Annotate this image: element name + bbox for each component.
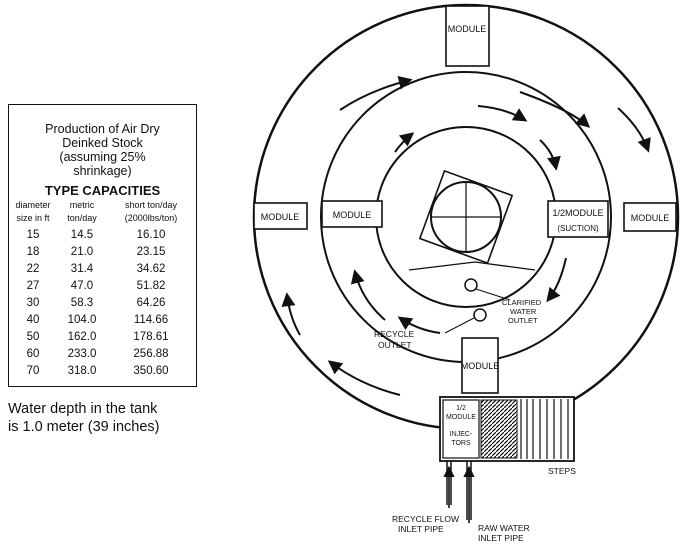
table-title-line-2: Deinked Stock [62, 136, 143, 150]
cell-metric: 162.0 [67, 331, 97, 343]
cell-metric: 104.0 [67, 314, 97, 326]
col-header-metric: metric ton/day [57, 199, 107, 225]
cell-short: 256.88 [133, 348, 169, 360]
col-header-diameter-line1: diameter [15, 200, 51, 210]
module-top-label: MODULE [448, 24, 487, 34]
raw-water-inlet-pipe [463, 461, 475, 523]
table-title-line-4: shrinkage) [73, 164, 132, 178]
module-outer-left: MODULE [253, 202, 308, 230]
cell-metric: 233.0 [67, 348, 97, 360]
capacity-table: Production of Air Dry Deinked Stock (ass… [8, 104, 197, 387]
table-heading: TYPE CAPACITIES [44, 183, 161, 198]
raw-inlet-line-2: INLET PIPE [478, 533, 524, 543]
cell-diameter: 30 [26, 297, 40, 309]
suction-label: (SUCTION) [557, 224, 599, 233]
water-depth-note-line-1: Water depth in the tank [8, 401, 158, 417]
recycle-flow-inlet-pipe [443, 461, 455, 508]
center-drive [408, 169, 536, 271]
water-depth-note: Water depth in the tank is 1.0 meter (39… [8, 400, 160, 436]
injectors-line-2: TORS [451, 440, 471, 447]
flow-arrow-outer-5 [327, 360, 401, 396]
flow-arrow-outer-2 [617, 107, 651, 153]
recycle-outlet-line-2: OUTLET [378, 340, 412, 350]
cell-diameter: 27 [26, 280, 40, 292]
module-right: MODULE [623, 202, 677, 232]
recycle-outlet-line-1: RECYCLE [374, 329, 414, 339]
flow-arrow-inner-6 [397, 316, 441, 334]
cell-metric: 31.4 [70, 263, 94, 275]
cell-short: 350.60 [133, 365, 169, 377]
recycle-inlet-line-2: INLET PIPE [398, 524, 444, 534]
flow-arrow-inner-4 [350, 269, 386, 321]
cell-metric: 58.3 [70, 297, 94, 309]
injectors-line-1: INJEC- [450, 431, 473, 438]
clarified-label-line-1: CLARIFIED [502, 298, 542, 307]
module-bottom: MODULE [461, 337, 500, 394]
inlet-half-line-1: 1/2 [456, 405, 466, 412]
cell-short: 178.61 [133, 331, 169, 343]
flow-arrow-outer-1 [519, 91, 591, 128]
cell-short: 34.62 [136, 263, 166, 275]
module-inner-left-label: MODULE [333, 210, 372, 220]
steps-label: STEPS [548, 466, 576, 476]
recycle-outlet-hole [473, 308, 487, 322]
inlet-half-module [442, 399, 480, 459]
inlet-chamber [480, 399, 518, 459]
col-header-diameter-line2: size in ft [16, 213, 50, 223]
cell-diameter: 70 [26, 365, 40, 377]
clarified-outlet-hole [464, 278, 478, 292]
cell-diameter: 18 [26, 246, 40, 258]
cell-metric: 47.0 [70, 280, 94, 292]
flow-arrow-outer-4 [281, 292, 301, 336]
clarified-label-line-3: OUTLET [508, 316, 538, 325]
flow-arrow-inner-2 [539, 139, 561, 171]
raw-inlet-line-1: RAW WATER [478, 523, 530, 533]
cell-short: 23.15 [136, 246, 166, 258]
weir [408, 261, 536, 271]
col-header-diameter: diameter size in ft [11, 199, 55, 225]
cell-metric: 14.5 [70, 229, 94, 241]
cell-metric: 318.0 [67, 365, 97, 377]
cell-short: 114.66 [133, 314, 169, 326]
flow-arrow-outer-3 [339, 75, 413, 111]
cell-metric: 21.0 [70, 246, 94, 258]
col-header-short-line2: (2000lbs/ton) [124, 213, 178, 223]
module-bottom-label: MODULE [461, 361, 500, 371]
half-module-label: 1/2MODULE [552, 208, 603, 218]
cell-diameter: 22 [26, 263, 40, 275]
module-right-label: MODULE [631, 213, 670, 223]
flow-arrow-inner-5 [546, 257, 567, 303]
cell-diameter: 50 [26, 331, 40, 343]
inlet-half-line-2: MODULE [446, 414, 476, 421]
module-top: MODULE [445, 5, 490, 67]
steps [520, 399, 569, 459]
module-inner-left: MODULE [321, 200, 383, 228]
cell-diameter: 15 [26, 229, 40, 241]
half-module-suction: 1/2MODULE (SUCTION) [547, 200, 609, 238]
col-header-short: short ton/day (2000lbs/ton) [107, 199, 195, 225]
table-title-line-3: (assuming 25% [59, 150, 146, 164]
flow-arrow-inner-3 [394, 132, 415, 153]
col-header-metric-line2: ton/day [67, 213, 97, 223]
water-depth-note-line-2: is 1.0 meter (39 inches) [8, 419, 160, 435]
inlet-box: 1/2 MODULE INJEC- TORS STEPS [439, 396, 576, 476]
recycle-inlet-line-1: RECYCLE FLOW [392, 514, 459, 524]
col-header-metric-line1: metric [69, 200, 95, 210]
clarified-label-line-2: WATER [510, 307, 537, 316]
table-title-line-1: Production of Air Dry [45, 122, 160, 136]
col-header-short-line1: short ton/day [124, 200, 178, 210]
cell-short: 51.82 [136, 280, 166, 292]
cell-short: 64.26 [136, 297, 166, 309]
cell-diameter: 60 [26, 348, 40, 360]
cell-short: 16.10 [136, 229, 166, 241]
cell-diameter: 40 [26, 314, 40, 326]
flow-arrow-inner-1 [477, 105, 528, 122]
module-outer-left-label: MODULE [261, 212, 300, 222]
